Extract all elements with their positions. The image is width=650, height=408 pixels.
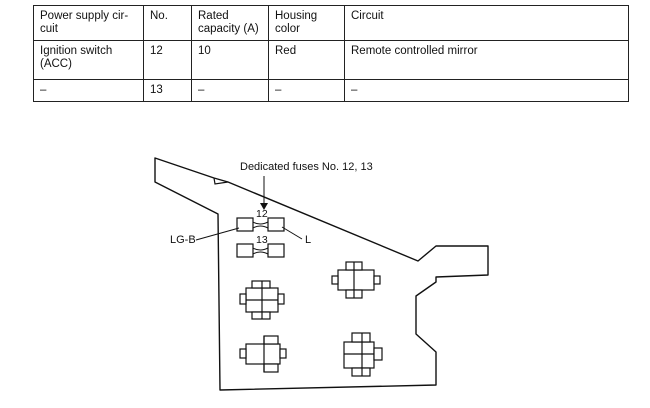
- callout-label: Dedicated fuses No. 12, 13: [240, 161, 373, 173]
- relay-connector: [239, 335, 287, 373]
- fuse-block-outline: [154, 157, 489, 391]
- outline-notch: [213, 177, 229, 185]
- cell-power-supply: –: [33, 79, 144, 102]
- fuse-12: 12: [236, 208, 285, 232]
- fuse-spec-table: Power supply cir- cuit No. Rated capacit…: [33, 5, 629, 102]
- header-power-supply: Power supply cir- cuit: [33, 5, 144, 41]
- wire-leader-right: [281, 226, 303, 240]
- header-circuit: Circuit: [344, 5, 629, 41]
- relay-connector: [331, 261, 381, 299]
- fuse-13: 13: [236, 234, 285, 258]
- header-housing-color: Housing color: [268, 5, 345, 41]
- table-header-row: Power supply cir- cuit No. Rated capacit…: [33, 5, 629, 41]
- callout-arrowhead: [260, 203, 268, 210]
- wire-label-lg-b: LG-B: [170, 234, 196, 246]
- wire-leader-left: [195, 227, 240, 241]
- fuse-13-label: 13: [256, 234, 268, 246]
- table-row: – 13 – – –: [33, 79, 629, 102]
- wire-label-l: L: [305, 234, 311, 246]
- header-no: No.: [143, 5, 192, 41]
- cell-no: 12: [143, 40, 192, 80]
- relay-connector: [239, 280, 285, 320]
- relay-connector: [343, 332, 383, 377]
- cell-housing-color: Red: [268, 40, 345, 80]
- fuse-12-label: 12: [256, 208, 268, 220]
- cell-circuit: –: [344, 79, 629, 102]
- cell-housing-color: –: [268, 79, 345, 102]
